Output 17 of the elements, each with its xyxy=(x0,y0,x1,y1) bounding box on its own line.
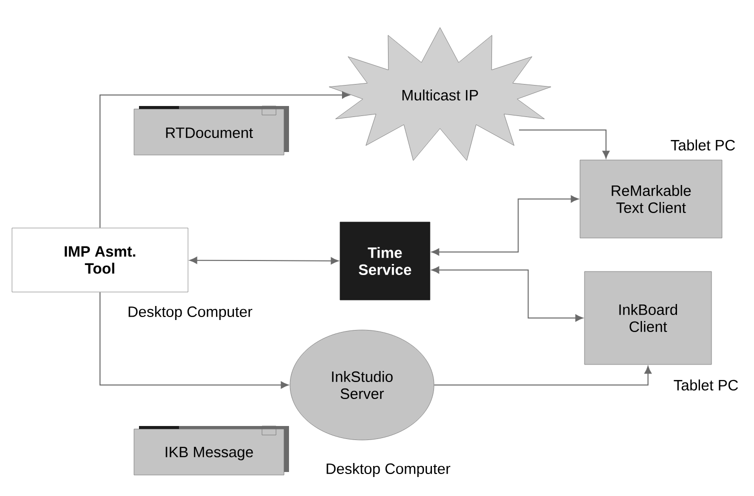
device-label: Tablet PC xyxy=(670,140,735,150)
arrow xyxy=(518,130,610,159)
message-card: RTDocument xyxy=(134,106,289,156)
arrow xyxy=(189,256,339,264)
process-box: InkBoard Client xyxy=(584,271,712,365)
arrow xyxy=(434,366,652,386)
process-box: IMP Asmt. Tool xyxy=(12,228,188,292)
device-label: Desktop Computer xyxy=(326,463,450,477)
process-box: Time Service xyxy=(340,222,430,300)
arrow xyxy=(100,292,289,389)
arrow xyxy=(431,195,579,256)
device-label: Tablet PC xyxy=(674,380,738,390)
device-label: Desktop Computer xyxy=(128,306,252,320)
arrow xyxy=(100,91,350,228)
process-box: ReMarkable Text Client xyxy=(580,160,722,238)
arrow xyxy=(431,266,584,322)
message-card: IKB Message xyxy=(134,426,289,476)
